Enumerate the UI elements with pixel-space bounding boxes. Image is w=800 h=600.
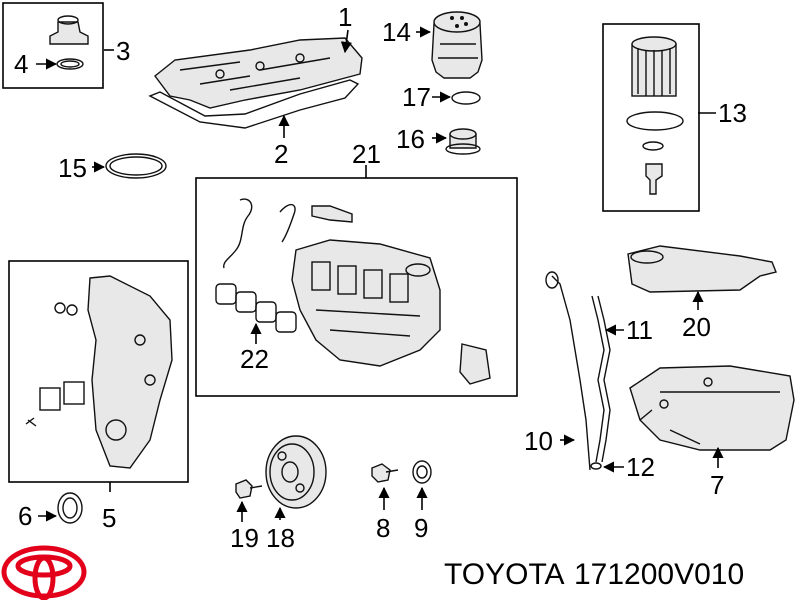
group-box-oil-filler-cap xyxy=(2,2,104,89)
intake-manifold-part[interactable] xyxy=(291,239,441,367)
guide-o-ring-part[interactable] xyxy=(590,462,602,470)
caption-brand: TOYOTA xyxy=(444,558,565,591)
crankshaft-seal-part[interactable] xyxy=(57,492,83,524)
drain-plug-washer-part[interactable] xyxy=(412,460,432,484)
cover-gaskets-part[interactable] xyxy=(39,381,85,411)
crankshaft-pulley-part[interactable] xyxy=(265,435,327,509)
throttle-bracket-part[interactable] xyxy=(311,205,353,223)
cylinder-head-cover-part[interactable] xyxy=(154,37,363,109)
callout-9: 9 xyxy=(414,513,428,543)
filler-cap-gasket-part[interactable] xyxy=(56,58,84,70)
callout-22: 22 xyxy=(240,344,269,374)
oil-pan-part[interactable] xyxy=(629,365,795,451)
cover-seal-rings-part[interactable] xyxy=(54,302,78,316)
callout-2: 2 xyxy=(274,139,288,169)
callout-7: 7 xyxy=(710,470,724,500)
oil-filter-element-part[interactable] xyxy=(631,36,677,97)
group-box-timing-cover xyxy=(8,260,189,483)
timing-chain-cover-part[interactable] xyxy=(87,275,173,469)
cover-bolt-part[interactable] xyxy=(25,417,37,427)
callout-10: 10 xyxy=(524,426,553,456)
callout-11: 11 xyxy=(626,315,653,345)
callout-4: 4 xyxy=(14,49,28,79)
sensor-part[interactable] xyxy=(459,343,491,385)
toyota-logo-icon xyxy=(1,545,87,600)
callout-17: 17 xyxy=(402,82,431,112)
drain-plug-part[interactable] xyxy=(445,128,481,155)
callout-5: 5 xyxy=(102,503,116,533)
callout-1: 1 xyxy=(338,2,352,32)
oil-dipstick-part[interactable] xyxy=(545,271,591,471)
dipstick-guide-part[interactable] xyxy=(591,295,611,463)
group-box-intake-manifold xyxy=(195,177,518,397)
callout-16: 16 xyxy=(396,124,425,154)
callout-20: 20 xyxy=(682,312,711,342)
callout-15: 15 xyxy=(58,153,87,183)
oil-filler-cap-part[interactable] xyxy=(49,15,89,45)
callout-21: 21 xyxy=(352,139,381,169)
callout-8: 8 xyxy=(376,513,390,543)
oil-pan-baffle-part[interactable] xyxy=(627,245,777,293)
callout-12: 12 xyxy=(626,452,655,482)
filter-o-ring-part[interactable] xyxy=(626,111,684,131)
gasket-ring-part[interactable] xyxy=(105,153,167,179)
drain-fitting-part[interactable] xyxy=(645,163,663,195)
callout-6: 6 xyxy=(18,501,32,531)
filter-small-seal-part[interactable] xyxy=(642,141,664,151)
manifold-gasket-set-part[interactable] xyxy=(215,283,297,333)
head-cover-gasket-part[interactable] xyxy=(148,79,360,129)
drain-plug-bolt-part[interactable] xyxy=(371,463,399,483)
callout-19: 19 xyxy=(230,523,259,553)
filter-cap-o-ring-part[interactable] xyxy=(451,91,481,105)
callout-14: 14 xyxy=(382,17,411,47)
callout-13: 13 xyxy=(718,98,747,128)
oil-filter-cap-part[interactable] xyxy=(431,11,483,79)
group-box-oil-filter-element xyxy=(602,23,700,212)
crank-pulley-bolt-part[interactable] xyxy=(235,479,263,499)
vacuum-hose-part[interactable] xyxy=(223,198,296,269)
caption-part-number: 171200V010 xyxy=(574,558,744,591)
callout-3: 3 xyxy=(116,36,130,66)
callout-18: 18 xyxy=(266,523,295,553)
